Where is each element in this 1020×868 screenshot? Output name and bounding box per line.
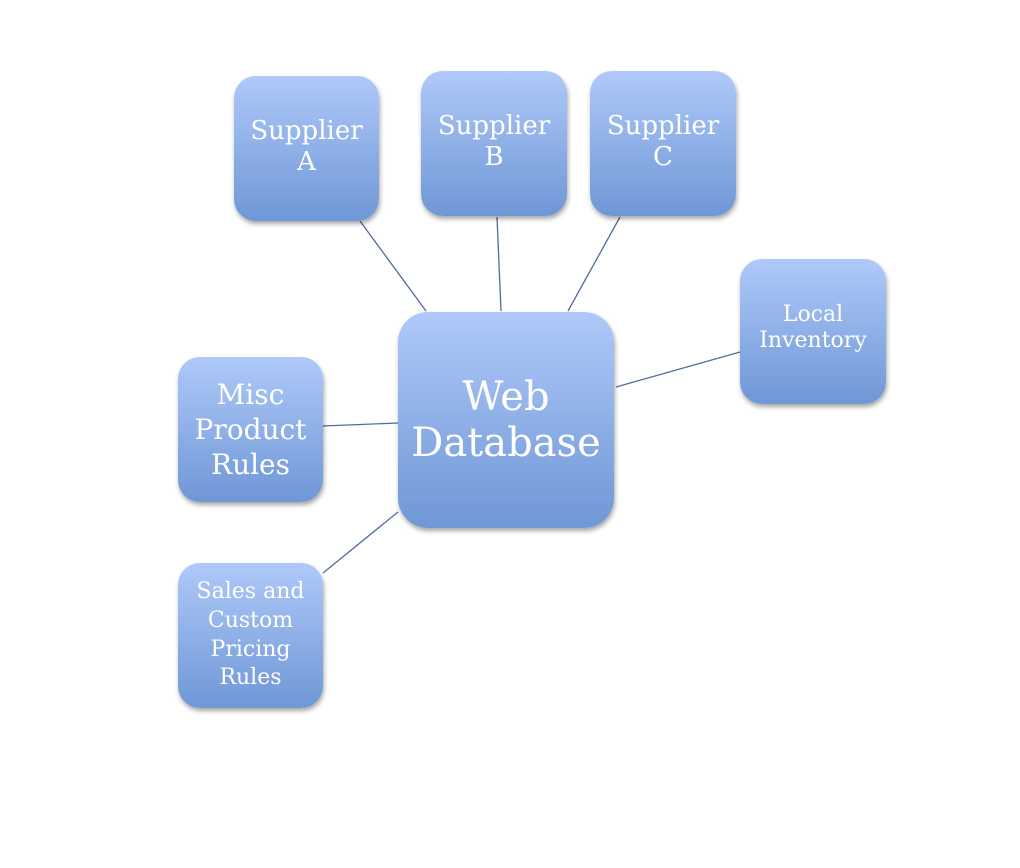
label-line: Database [411, 420, 601, 466]
label-line: Misc [216, 378, 285, 411]
label-line: Custom [207, 607, 294, 633]
label-line: Rules [219, 665, 282, 691]
label-line: C [653, 142, 673, 173]
connector-supplier-a [359, 220, 427, 312]
label-line: A [297, 147, 316, 178]
label-line: Local [782, 302, 844, 327]
connector-misc-product-rules [322, 422, 399, 427]
label-line: Web [462, 374, 550, 420]
label-line: Supplier [437, 111, 551, 141]
label-line: Rules [210, 448, 290, 481]
connector-supplier-b [496, 216, 502, 312]
label-line: Inventory [759, 328, 867, 354]
label-line: Supplier [250, 116, 363, 146]
label-line: Supplier [606, 111, 720, 141]
label-line: B [484, 142, 504, 173]
label-line: Product [194, 413, 307, 446]
connector-local-inventory [615, 351, 741, 388]
label-line: Sales and [196, 579, 305, 605]
connector-supplier-c [567, 216, 621, 312]
label-line: Pricing [210, 636, 291, 662]
connector-sales-pricing [322, 511, 399, 574]
